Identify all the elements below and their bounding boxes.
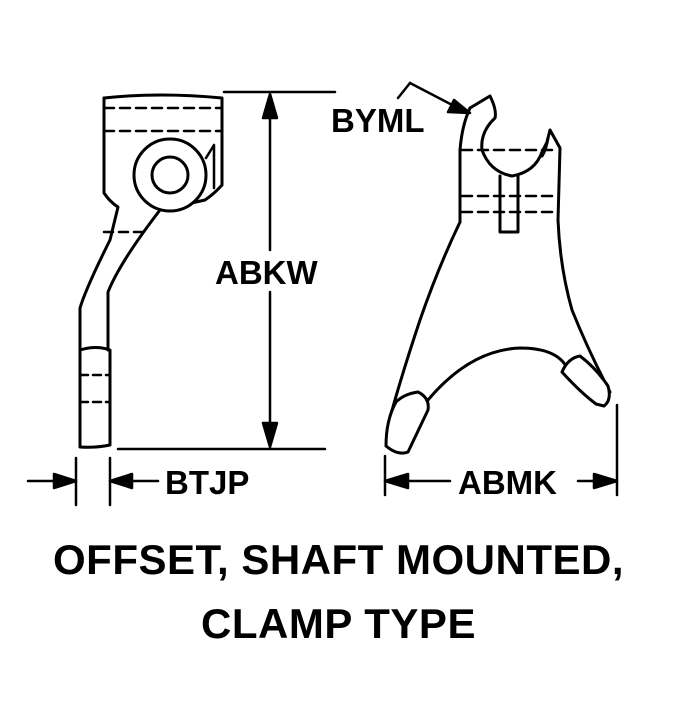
offset-fork-side-view (78, 93, 224, 449)
fork-front-view (384, 94, 612, 455)
btjp-dimension (26, 456, 160, 507)
abkw-dimension (116, 90, 337, 451)
caption-line-1: OFFSET, SHAFT MOUNTED, (53, 536, 624, 583)
abmk-dimension (383, 403, 619, 497)
btjp-label: BTJP (165, 464, 249, 501)
abmk-label: ABMK (458, 464, 557, 501)
byml-leader (396, 81, 472, 115)
byml-label: BYML (331, 102, 425, 139)
caption-line-2: CLAMP TYPE (201, 600, 476, 647)
abkw-label: ABKW (215, 254, 318, 291)
